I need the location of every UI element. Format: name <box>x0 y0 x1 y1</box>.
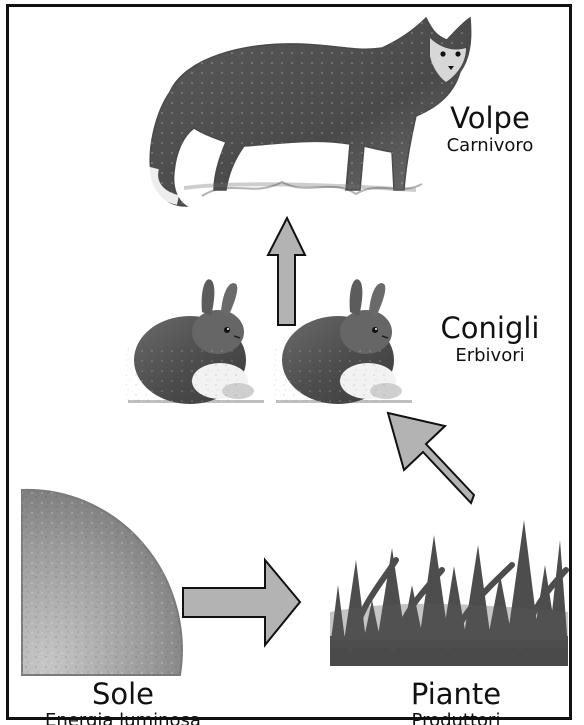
sun-label: Sole Energia luminosa <box>16 680 230 725</box>
arrow-plants-to-rabbits <box>388 413 474 503</box>
grass-icon <box>330 520 568 666</box>
plants-label: Piante Produttori <box>372 680 540 725</box>
fox-label: Volpe Carnivoro <box>423 104 557 155</box>
rabbits-name: Conigli <box>423 314 557 343</box>
arrow-rabbits-to-fox <box>268 218 305 325</box>
sun-icon <box>22 490 182 675</box>
plants-name: Piante <box>372 680 540 709</box>
fox-name: Volpe <box>423 104 557 133</box>
rabbit-icon <box>126 279 264 404</box>
sun-name: Sole <box>16 680 230 709</box>
rabbits-role: Erbivori <box>423 347 557 365</box>
sun-role: Energia luminosa <box>16 712 230 725</box>
fox-role: Carnivoro <box>423 137 557 155</box>
rabbits-label: Conigli Erbivori <box>423 314 557 365</box>
plants-role: Produttori <box>372 712 540 725</box>
arrow-sun-to-plants <box>183 560 300 645</box>
